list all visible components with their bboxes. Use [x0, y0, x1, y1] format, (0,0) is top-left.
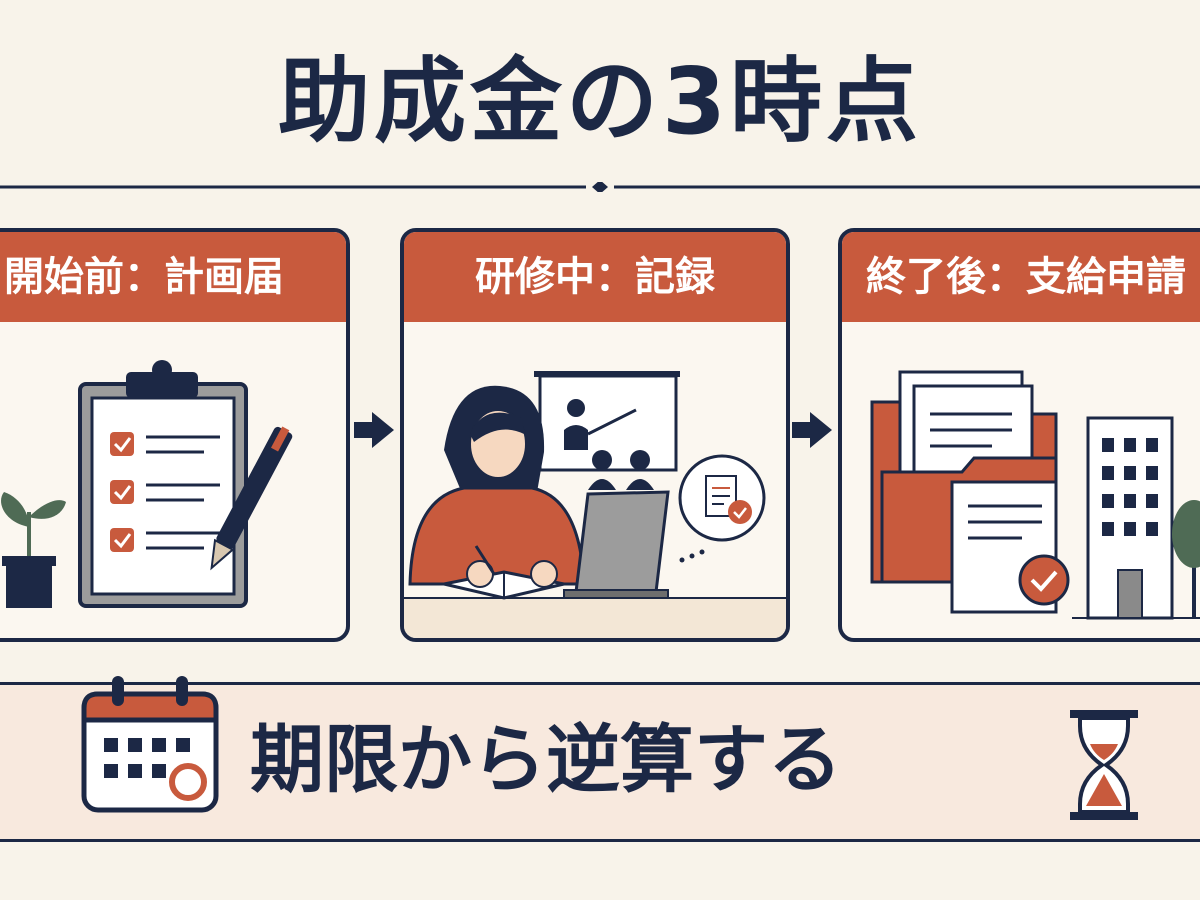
clipboard-checklist-pen-icon [1, 360, 293, 608]
step-label-before: 開始前：計画届 [4, 254, 284, 300]
step-header-during: 研修中：記録 [404, 232, 786, 322]
step-card-before: 開始前：計画届 [0, 228, 350, 642]
trainee-laptop-presentation-icon [404, 371, 786, 638]
step-label-during: 研修中：記録 [475, 254, 715, 300]
step-header-after: 終了後：支給申請 [842, 232, 1200, 322]
hourglass-icon [1070, 710, 1138, 820]
page-title: 助成金の3時点 [277, 48, 922, 155]
arrow-right-icon [354, 412, 394, 448]
deadline-message: 期限から逆算する [250, 717, 842, 803]
step-label-after: 終了後：支給申請 [866, 254, 1186, 300]
step-card-during: 研修中：記録 [400, 228, 790, 642]
step-header-before: 開始前：計画届 [0, 232, 346, 322]
arrow-right-icon [792, 412, 832, 448]
step-card-after: 終了後：支給申請 [838, 228, 1200, 642]
title-divider [0, 182, 1200, 192]
calendar-icon [81, 676, 219, 813]
folder-documents-building-icon [870, 370, 1200, 620]
